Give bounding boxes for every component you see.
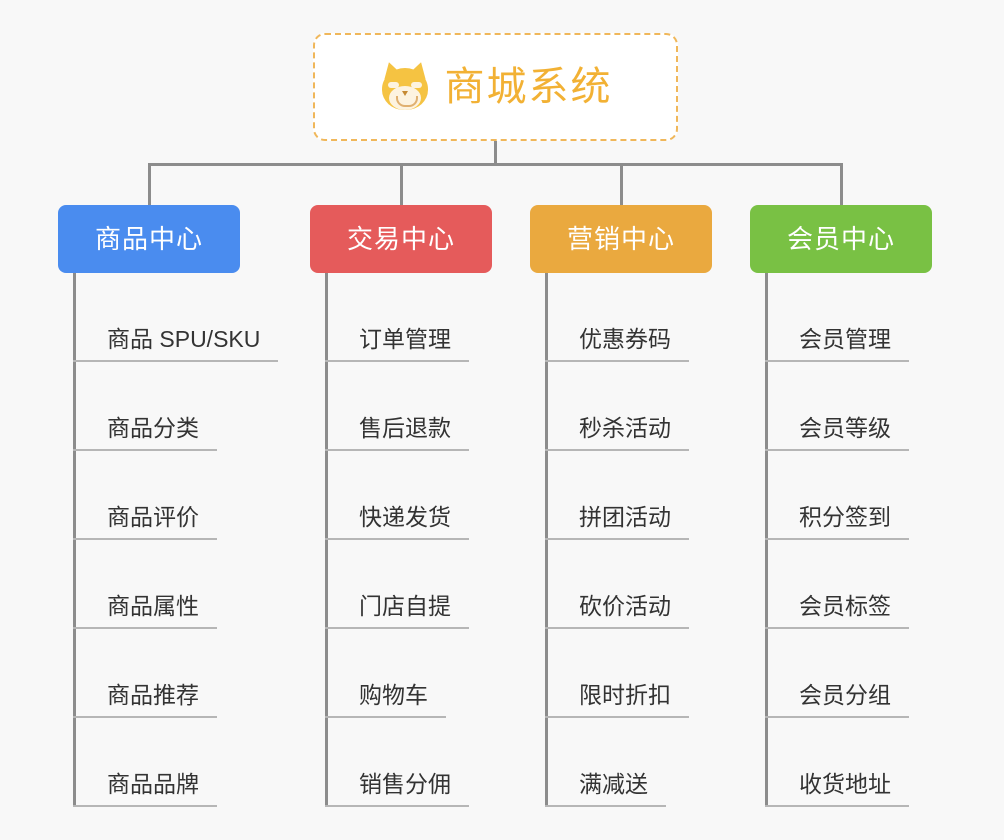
leaf-underline: 砍价活动	[545, 592, 689, 629]
leaf-item[interactable]: 商品品牌	[73, 718, 217, 807]
leaf-underline: 会员标签	[765, 592, 909, 629]
shiba-mouth-icon	[395, 96, 418, 107]
leaf-item-label: 会员分组	[799, 682, 891, 709]
leaf-item-label: 快递发货	[359, 504, 451, 531]
leaf-item[interactable]: 门店自提	[325, 540, 469, 629]
leaf-item[interactable]: 会员等级	[765, 362, 909, 451]
leaf-underline: 商品属性	[73, 592, 217, 629]
leaf-item-label: 满减送	[579, 771, 648, 798]
leaf-item[interactable]: 商品推荐	[73, 629, 217, 718]
leaf-item-label: 销售分佣	[359, 771, 451, 798]
category-label-marketing-center: 营销中心	[566, 224, 675, 254]
leaf-item-label: 商品属性	[107, 593, 199, 620]
leaf-item[interactable]: 会员管理	[765, 273, 909, 362]
leaf-item-label: 订单管理	[359, 326, 451, 353]
leaf-item-label: 优惠券码	[579, 326, 671, 353]
leaf-underline: 满减送	[545, 770, 666, 807]
leaf-underline: 订单管理	[325, 325, 469, 362]
leaf-item[interactable]: 快递发货	[325, 451, 469, 540]
leaf-underline: 拼团活动	[545, 503, 689, 540]
leaf-item[interactable]: 商品 SPU/SKU	[73, 273, 279, 362]
leaf-item-label: 商品评价	[107, 504, 199, 531]
category-label-member-center: 会员中心	[786, 224, 895, 254]
leaf-underline: 收货地址	[765, 770, 909, 807]
leaf-item[interactable]: 订单管理	[325, 273, 469, 362]
leaf-item-label: 会员管理	[799, 326, 891, 353]
category-box-member-center[interactable]: 会员中心	[750, 205, 932, 273]
category-label-product-center: 商品中心	[94, 224, 203, 254]
leaf-item[interactable]: 商品属性	[73, 540, 217, 629]
leaf-item[interactable]: 限时折扣	[545, 629, 689, 718]
leaf-item[interactable]: 砍价活动	[545, 540, 689, 629]
shiba-eye-left-icon	[387, 82, 399, 88]
leaf-underline: 销售分佣	[325, 770, 469, 807]
shiba-nose-icon	[401, 91, 408, 96]
connector-drop-marketing-center	[619, 163, 623, 205]
leaf-underline: 会员管理	[765, 325, 909, 362]
leaf-underline: 门店自提	[325, 592, 469, 629]
leaf-item-label: 商品品牌	[107, 771, 199, 798]
leaf-item[interactable]: 销售分佣	[325, 718, 469, 807]
leaf-underline: 商品推荐	[73, 681, 217, 718]
leaf-item-label: 购物车	[359, 682, 428, 709]
leaf-underline: 商品品牌	[73, 770, 217, 807]
leaf-underline: 限时折扣	[545, 681, 689, 718]
connector-drop-product-center	[147, 163, 151, 205]
root-node-title: 商城系统	[444, 65, 613, 109]
leaf-item-label: 限时折扣	[579, 682, 671, 709]
leaf-underline: 购物车	[325, 681, 446, 718]
connector-root-stem	[494, 141, 497, 165]
leaf-item[interactable]: 商品评价	[73, 451, 217, 540]
connector-spine-trade-center	[325, 273, 328, 807]
leaf-item-label: 会员标签	[799, 593, 891, 620]
leaf-item-label: 会员等级	[799, 415, 891, 442]
root-node-mall-system[interactable]: 商城系统	[313, 33, 678, 141]
leaf-underline: 积分签到	[765, 503, 909, 540]
leaf-item-label: 商品推荐	[107, 682, 199, 709]
leaf-underline: 商品分类	[73, 414, 217, 451]
shiba-dog-face-icon	[379, 59, 431, 113]
leaf-item[interactable]: 积分签到	[765, 451, 909, 540]
connector-spine-marketing-center	[545, 273, 548, 807]
leaf-item[interactable]: 优惠券码	[545, 273, 689, 362]
leaf-item-label: 商品分类	[107, 415, 199, 442]
leaf-underline: 优惠券码	[545, 325, 689, 362]
leaf-item[interactable]: 商品分类	[73, 362, 217, 451]
shiba-eye-right-icon	[410, 82, 422, 88]
leaf-item[interactable]: 会员标签	[765, 540, 909, 629]
leaf-item-label: 砍价活动	[579, 593, 671, 620]
leaf-item[interactable]: 售后退款	[325, 362, 469, 451]
category-label-trade-center: 交易中心	[346, 224, 455, 254]
leaf-underline: 会员分组	[765, 681, 909, 718]
leaf-underline: 商品评价	[73, 503, 217, 540]
connector-drop-member-center	[839, 163, 843, 205]
leaf-item[interactable]: 拼团活动	[545, 451, 689, 540]
leaf-underline: 会员等级	[765, 414, 909, 451]
connector-horizontal-bus	[148, 163, 842, 166]
leaf-item[interactable]: 购物车	[325, 629, 446, 718]
leaf-item[interactable]: 会员分组	[765, 629, 909, 718]
leaf-item[interactable]: 收货地址	[765, 718, 909, 807]
connector-spine-product-center	[73, 273, 76, 807]
leaf-underline: 秒杀活动	[545, 414, 689, 451]
leaf-item[interactable]: 秒杀活动	[545, 362, 689, 451]
leaf-item-label: 收货地址	[799, 771, 891, 798]
leaf-item-label: 秒杀活动	[579, 415, 671, 442]
leaf-underline: 售后退款	[325, 414, 469, 451]
leaf-item-label: 商品 SPU/SKU	[107, 326, 261, 353]
connector-drop-trade-center	[399, 163, 403, 205]
leaf-item-label: 门店自提	[359, 593, 451, 620]
leaf-underline: 快递发货	[325, 503, 469, 540]
category-box-marketing-center[interactable]: 营销中心	[530, 205, 712, 273]
category-box-product-center[interactable]: 商品中心	[58, 205, 240, 273]
connector-spine-member-center	[765, 273, 768, 807]
leaf-item-label: 拼团活动	[579, 504, 671, 531]
leaf-underline: 商品 SPU/SKU	[73, 325, 279, 362]
leaf-item-label: 积分签到	[799, 504, 891, 531]
leaf-item[interactable]: 满减送	[545, 718, 666, 807]
category-box-trade-center[interactable]: 交易中心	[310, 205, 492, 273]
leaf-item-label: 售后退款	[359, 415, 451, 442]
